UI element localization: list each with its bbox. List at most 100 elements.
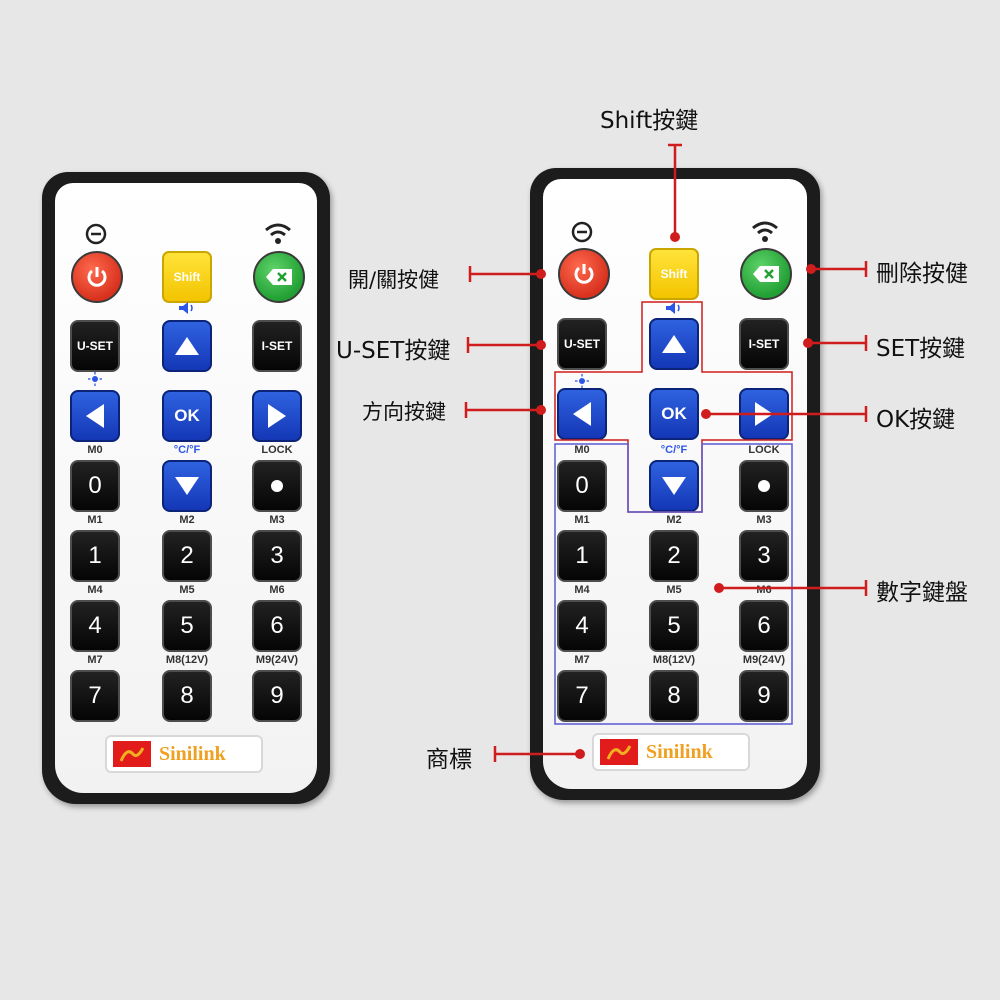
num-2-button[interactable]: 2 [162, 530, 212, 582]
num-0-label: 0 [88, 472, 102, 499]
sub-label-m9: M9(24V) [742, 654, 786, 666]
shift-button[interactable]: Shift [649, 248, 699, 300]
volume-icon [654, 300, 694, 319]
num-9-button[interactable]: 9 [739, 670, 789, 722]
sub-label-temp: °C/°F [173, 444, 201, 456]
left-button[interactable] [70, 390, 120, 442]
lock-button[interactable] [252, 460, 302, 512]
wifi-icon [258, 220, 298, 250]
moon-icon [258, 370, 298, 390]
num-3-button[interactable]: 3 [252, 530, 302, 582]
brand-text: Sinilink [159, 742, 226, 765]
num-7-label: 7 [88, 682, 102, 709]
num-0-button[interactable]: 0 [70, 460, 120, 512]
sub-label-temp: °C/°F [660, 444, 688, 456]
sub-label-m5: M5 [666, 584, 682, 596]
left-button[interactable] [557, 388, 607, 440]
delete-button[interactable] [253, 251, 305, 303]
label-shift-key: Shift按鍵 [600, 108, 699, 134]
sub-label-m3: M3 [756, 514, 772, 526]
num-7-button[interactable]: 7 [70, 670, 120, 722]
dot-icon [271, 480, 283, 492]
sub-label-m7: M7 [574, 654, 590, 666]
ok-button[interactable]: OK [649, 388, 699, 440]
label-delete-key: 刪除按健 [876, 261, 968, 287]
sub-label-m5: M5 [179, 584, 195, 596]
down-button[interactable] [649, 460, 699, 512]
num-0-button[interactable]: 0 [557, 460, 607, 512]
num-4-button[interactable]: 4 [557, 600, 607, 652]
num-3-label: 3 [757, 542, 771, 569]
brand-logo-icon [600, 739, 638, 765]
arrow-down-icon [175, 477, 199, 495]
delete-button[interactable] [740, 248, 792, 300]
uset-label: U-SET [77, 339, 113, 353]
iset-button[interactable]: I-SET [252, 320, 302, 372]
right-button[interactable] [252, 390, 302, 442]
sub-label-m6: M6 [269, 584, 285, 596]
num-5-button[interactable]: 5 [162, 600, 212, 652]
power-button[interactable] [558, 248, 610, 300]
sub-label-m1: M1 [574, 514, 590, 526]
num-8-button[interactable]: 8 [162, 670, 212, 722]
num-5-label: 5 [667, 612, 681, 639]
num-1-label: 1 [575, 542, 589, 569]
ok-button[interactable]: OK [162, 390, 212, 442]
num-6-button[interactable]: 6 [252, 600, 302, 652]
label-power-key: 開/關按健 [348, 268, 440, 292]
sub-label-m8: M8(12V) [165, 654, 209, 666]
num-8-label: 8 [667, 682, 681, 709]
sun-icon [75, 371, 115, 390]
ok-label: OK [661, 404, 687, 423]
ok-label: OK [174, 406, 200, 425]
minus-circle-icon [562, 220, 602, 248]
brand-logo: Sinilink [105, 735, 263, 773]
sub-label-m8: M8(12V) [652, 654, 696, 666]
num-2-label: 2 [180, 542, 194, 569]
arrow-up-icon [662, 335, 686, 353]
iset-label: I-SET [261, 339, 293, 353]
sub-label-m2: M2 [179, 514, 195, 526]
num-3-label: 3 [270, 542, 284, 569]
num-7-button[interactable]: 7 [557, 670, 607, 722]
num-1-button[interactable]: 1 [557, 530, 607, 582]
shift-button[interactable]: Shift [162, 251, 212, 303]
num-1-label: 1 [88, 542, 102, 569]
num-6-button[interactable]: 6 [739, 600, 789, 652]
sub-label-m2: M2 [666, 514, 682, 526]
label-set-key: SET按鍵 [876, 336, 966, 362]
lock-button[interactable] [739, 460, 789, 512]
num-4-button[interactable]: 4 [70, 600, 120, 652]
num-9-label: 9 [757, 682, 771, 709]
power-button[interactable] [71, 251, 123, 303]
up-button[interactable] [649, 318, 699, 370]
sub-label-m7: M7 [87, 654, 103, 666]
num-9-button[interactable]: 9 [252, 670, 302, 722]
num-1-button[interactable]: 1 [70, 530, 120, 582]
label-ok-key: OK按鍵 [876, 407, 956, 433]
wifi-icon [745, 218, 785, 248]
num-5-button[interactable]: 5 [649, 600, 699, 652]
num-7-label: 7 [575, 682, 589, 709]
brand-logo-icon [113, 741, 151, 767]
num-3-button[interactable]: 3 [739, 530, 789, 582]
delete-icon [753, 266, 779, 282]
sub-label-m6: M6 [756, 584, 772, 596]
power-icon [574, 264, 594, 284]
num-8-button[interactable]: 8 [649, 670, 699, 722]
volume-icon [167, 300, 207, 319]
num-2-button[interactable]: 2 [649, 530, 699, 582]
uset-button[interactable]: U-SET [557, 318, 607, 370]
num-6-label: 6 [270, 612, 284, 639]
brand-logo: Sinilink [592, 733, 750, 771]
arrow-right-icon [755, 402, 773, 426]
right-button[interactable] [739, 388, 789, 440]
iset-button[interactable]: I-SET [739, 318, 789, 370]
down-button[interactable] [162, 460, 212, 512]
num-8-label: 8 [180, 682, 194, 709]
uset-button[interactable]: U-SET [70, 320, 120, 372]
label-uset-key: U-SET按鍵 [336, 338, 451, 364]
shift-label: Shift [173, 270, 201, 284]
up-button[interactable] [162, 320, 212, 372]
